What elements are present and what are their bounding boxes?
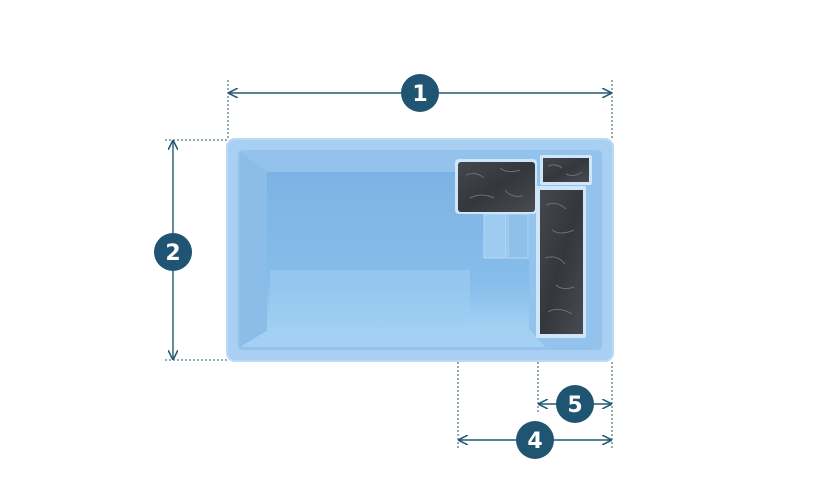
dimension-5: 5 [537,362,611,423]
dim-4-label: 4 [527,429,542,454]
dim-5-label: 5 [567,393,582,418]
dim-1-label: 1 [412,82,427,107]
dim-4-badge [516,421,554,459]
pool-floor-highlight [270,270,470,328]
dim-2-label: 2 [165,241,180,266]
dimension-4: 4 [457,362,613,459]
pool-left-slope [240,152,268,347]
dimension-2: 2 [154,139,228,361]
pool-steps [483,213,529,259]
dim-5-badge [556,385,594,423]
dimension-1: 1 [227,74,613,139]
dim-2-badge [154,233,192,271]
dim-1-badge [401,74,439,112]
stone-seat-block [455,159,537,214]
stone-corner-block [540,155,592,185]
stone-bench [536,186,586,338]
pool-bottom-slope [240,330,545,347]
pool-illustration [226,138,614,362]
